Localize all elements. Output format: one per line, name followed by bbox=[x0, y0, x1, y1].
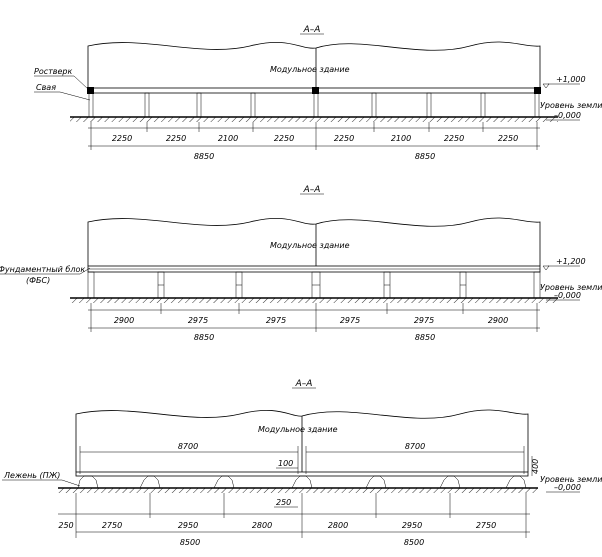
ground-label: Уровень земли bbox=[540, 101, 602, 110]
dim-span: 2250 bbox=[274, 134, 294, 143]
dim-span: 2950 bbox=[402, 521, 422, 530]
ground-label: Уровень земли bbox=[540, 475, 602, 484]
building-label: Модульное здание bbox=[270, 241, 350, 250]
dim-detail: 400 bbox=[531, 459, 540, 474]
label-svaya: Свая bbox=[36, 83, 56, 92]
dim-span: 2750 bbox=[102, 521, 122, 530]
dim-total: 8500 bbox=[404, 538, 424, 547]
ground-level: –0,000 bbox=[554, 111, 581, 120]
dim-total: 8850 bbox=[194, 152, 214, 161]
dim-detail: 100 bbox=[278, 459, 293, 468]
level-top: +1,000 bbox=[556, 75, 586, 84]
dim-span: 2800 bbox=[328, 521, 348, 530]
section-title: А–А bbox=[303, 185, 321, 195]
dim-span: 2250 bbox=[334, 134, 354, 143]
label-lezhen: Лежень (ПЖ) bbox=[3, 471, 60, 480]
dim-span: 2950 bbox=[178, 521, 198, 530]
dim-total: 8850 bbox=[194, 333, 214, 342]
building-label: Модульное здание bbox=[270, 65, 350, 74]
dim-span: 2100 bbox=[218, 134, 238, 143]
dim-span: 2250 bbox=[112, 134, 132, 143]
dim-span: 2900 bbox=[488, 316, 508, 325]
ground-label: Уровень земли bbox=[540, 283, 602, 292]
building-label: Модульное здание bbox=[258, 425, 338, 434]
dim-total: 8500 bbox=[180, 538, 200, 547]
dim-span: 2900 bbox=[114, 316, 134, 325]
dim-total: 8850 bbox=[415, 152, 435, 161]
dim-total: 8850 bbox=[415, 333, 435, 342]
ground-level: –0,000 bbox=[554, 483, 581, 492]
dim-edge: 250 bbox=[58, 521, 73, 530]
section-2: А–А Модульное здание Фундаментный блок ( bbox=[0, 185, 602, 342]
section-3: А–А Модульное здание 8700 8700 Лежень (П… bbox=[2, 379, 602, 547]
dim-span: 2800 bbox=[252, 521, 272, 530]
section-1: А–А Модульное здание Ростверк bbox=[34, 25, 602, 161]
dim-span: 2975 bbox=[414, 316, 434, 325]
dim-span: 2750 bbox=[476, 521, 496, 530]
dim-span: 2100 bbox=[391, 134, 411, 143]
label-fbs-code: (ФБС) bbox=[26, 276, 50, 285]
dim-span: 2975 bbox=[188, 316, 208, 325]
label-rostverk: Ростверк bbox=[34, 67, 72, 76]
dim-detail: 250 bbox=[276, 498, 291, 507]
level-top: +1,200 bbox=[556, 257, 586, 266]
label-fbs: Фундаментный блок bbox=[0, 265, 85, 274]
dim-upper: 8700 bbox=[405, 442, 425, 451]
dim-span: 2975 bbox=[340, 316, 360, 325]
section-title: А–А bbox=[303, 25, 321, 35]
dim-span: 2250 bbox=[166, 134, 186, 143]
dim-span: 2250 bbox=[498, 134, 518, 143]
ground-level: –0,000 bbox=[554, 291, 581, 300]
dim-span: 2250 bbox=[444, 134, 464, 143]
dim-upper: 8700 bbox=[178, 442, 198, 451]
section-title: А–А bbox=[295, 379, 313, 389]
dim-span: 2975 bbox=[266, 316, 286, 325]
